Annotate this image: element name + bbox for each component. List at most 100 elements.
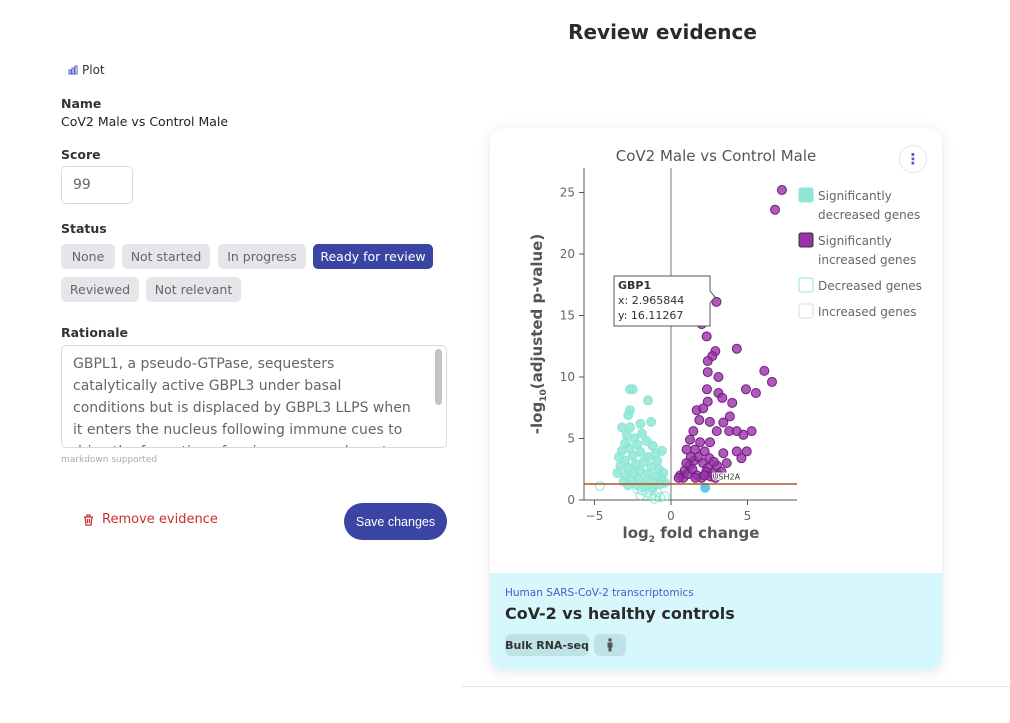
point-sig-increased <box>736 453 747 464</box>
point-sig-increased <box>721 458 732 469</box>
name-label: Name <box>61 96 102 111</box>
name-value: CoV2 Male vs Control Male <box>61 114 229 129</box>
remove-evidence-button[interactable]: Remove evidence <box>83 512 218 527</box>
point-sig-decreased <box>636 428 647 439</box>
point-sig-increased <box>731 446 742 457</box>
point-sig-increased <box>684 434 695 445</box>
status-label: Status <box>61 221 107 236</box>
point-sig-increased <box>776 185 787 196</box>
point-sig-increased <box>717 392 728 403</box>
x-axis-label: log2 fold change <box>623 524 760 545</box>
status-reviewed[interactable]: Reviewed <box>61 277 139 302</box>
status-in-progress[interactable]: In progress <box>218 244 306 269</box>
divider <box>462 686 1010 687</box>
point-sig-increased <box>699 446 710 457</box>
point-sig-increased <box>681 458 692 469</box>
point-sig-increased <box>713 470 724 481</box>
plot-link[interactable]: Plot <box>68 63 105 77</box>
point-sig-increased <box>770 204 781 215</box>
legend-swatch <box>798 303 814 319</box>
point-sig-increased <box>731 343 742 354</box>
point-sig-decreased <box>638 456 649 467</box>
point-sig-increased <box>746 426 757 437</box>
point-sig-increased <box>701 384 712 395</box>
x-tick-label: 5 <box>744 509 752 523</box>
point-sig-increased <box>702 367 713 378</box>
person-icon <box>594 634 626 656</box>
status-none[interactable]: None <box>61 244 115 269</box>
point-sig-decreased <box>623 410 634 421</box>
point-decreased <box>635 490 646 501</box>
point-decreased <box>636 485 647 496</box>
x-tick-label: 0 <box>667 509 675 523</box>
point-sig-increased <box>750 387 761 398</box>
rationale-textarea[interactable]: GBPL1, a pseudo-GTPase, sequesters catal… <box>61 345 447 448</box>
point-sig-increased <box>702 356 713 367</box>
point-sig-increased <box>711 296 722 307</box>
y-tick-label: 5 <box>567 432 575 446</box>
card-category: Human SARS-CoV-2 transcriptomics <box>505 587 694 599</box>
legend-label: Increased genes <box>818 305 916 319</box>
point-sig-increased <box>724 411 735 422</box>
legend-label: decreased genes <box>818 208 920 222</box>
chart-title: CoV2 Male vs Control Male <box>616 147 817 165</box>
point-decreased <box>646 490 657 501</box>
tooltip-y: y: 16.11267 <box>618 309 683 322</box>
point-sig-increased <box>704 416 715 427</box>
point-sig-increased <box>701 331 712 342</box>
point-sig-increased <box>759 365 770 376</box>
point-sig-increased <box>713 372 724 382</box>
score-label: Score <box>61 147 101 162</box>
score-input[interactable]: 99 <box>61 166 133 204</box>
point-sig-decreased <box>643 395 654 406</box>
point-sig-increased <box>718 417 729 428</box>
legend-label: Significantly <box>818 189 892 203</box>
point-sig-increased <box>711 426 722 437</box>
legend-swatch <box>798 277 814 293</box>
legend-label: increased genes <box>818 253 916 267</box>
trash-icon <box>84 513 93 526</box>
y-tick-label: 20 <box>560 247 575 261</box>
point-sig-increased <box>694 415 705 426</box>
status-ready-for-review[interactable]: Ready for review <box>313 244 433 269</box>
tooltip-x: x: 2.965844 <box>618 294 684 307</box>
x-tick-label: −5 <box>586 509 604 523</box>
tooltip-box <box>613 275 716 327</box>
kebab-icon: ⋮ <box>905 150 921 168</box>
y-tick-label: 15 <box>560 309 575 323</box>
point-decreased <box>594 480 605 491</box>
point-sig-decreased <box>635 418 646 429</box>
point-sig-increased <box>702 396 713 407</box>
point-sig-increased <box>690 472 701 483</box>
point-sig-increased <box>741 446 752 457</box>
y-axis-label: -log10(adjusted p-value) <box>528 234 549 434</box>
point-sig-increased <box>695 437 706 448</box>
point-sig-increased <box>699 470 710 481</box>
tag-bulk-rna-seq: Bulk RNA-seq <box>505 634 589 656</box>
point-sig-decreased <box>635 447 646 458</box>
save-changes-button[interactable]: Save changes <box>344 503 447 540</box>
y-tick-label: 0 <box>567 493 575 507</box>
card-footer[interactable]: Human SARS-CoV-2 transcriptomics CoV-2 v… <box>490 573 942 670</box>
status-not-started[interactable]: Not started <box>122 244 210 269</box>
page-title: Review evidence <box>568 20 757 44</box>
card-title: CoV-2 vs healthy controls <box>505 604 735 623</box>
more-options-button[interactable]: ⋮ <box>899 145 927 173</box>
status-not-relevant[interactable]: Not relevant <box>146 277 241 302</box>
point-decreased <box>659 491 670 502</box>
point-increased <box>700 482 711 493</box>
gene-label: USH2A <box>713 473 741 482</box>
legend-swatch <box>798 187 814 203</box>
remove-evidence-label: Remove evidence <box>102 512 218 527</box>
point-decreased <box>641 487 652 498</box>
legend-label: Decreased genes <box>818 279 922 293</box>
legend-label: Significantly <box>818 234 892 248</box>
textarea-scrollbar[interactable] <box>435 349 442 405</box>
tooltip-gene: GBP1 <box>618 279 651 292</box>
point-sig-decreased <box>623 480 634 491</box>
markdown-hint: markdown supported <box>61 455 158 465</box>
legend-swatch <box>798 232 814 248</box>
point-sig-increased <box>673 472 684 483</box>
